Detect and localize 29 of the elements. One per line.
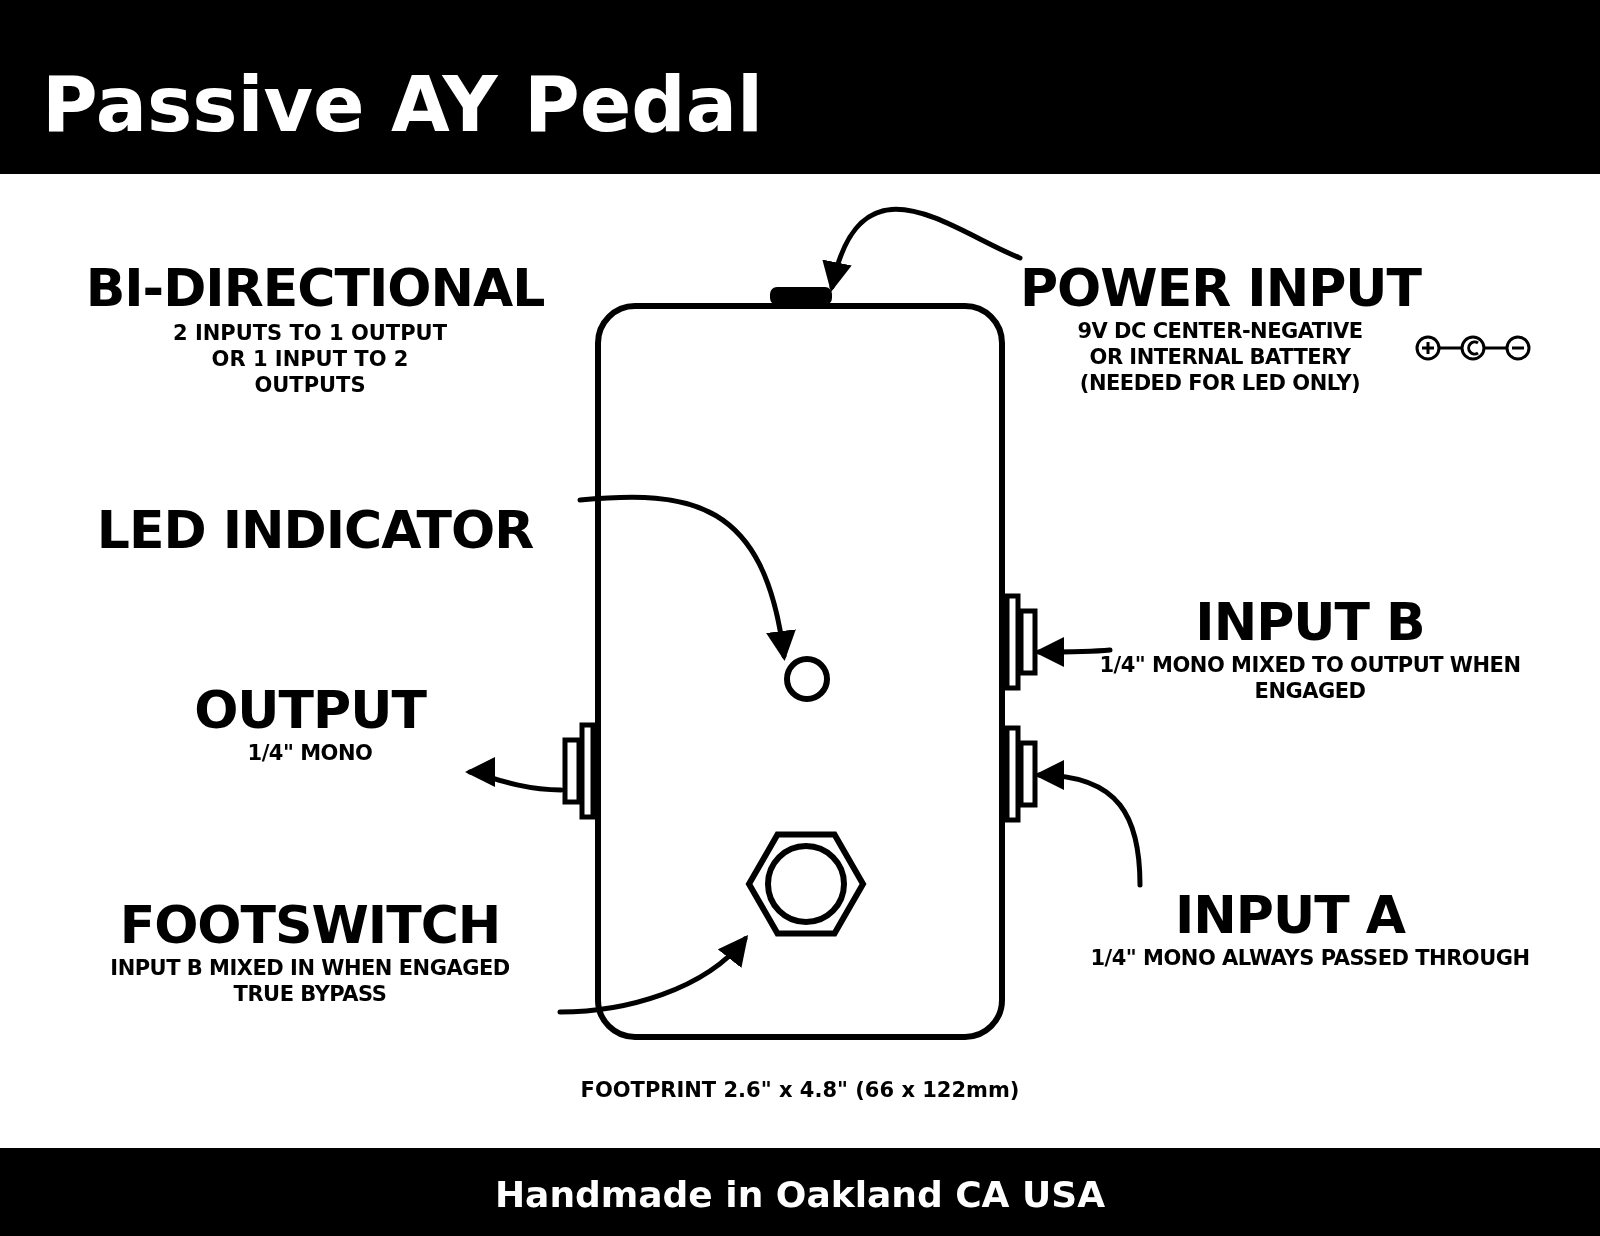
callout-description: 1/4" MONO MIXED TO OUTPUT WHEN ENGAGED xyxy=(1098,652,1522,704)
footswitch xyxy=(745,829,867,939)
callout-heading: FOOTSWITCH xyxy=(118,895,502,955)
callout-description: 1/4" MONO ALWAYS PASSED THROUGH xyxy=(1089,945,1531,971)
description: 2 INPUTS TO 1 OUTPUT OR 1 INPUT TO 2 OUTPUTS xyxy=(172,320,448,398)
audio-jack xyxy=(1005,725,1039,823)
heading: BI-DIRECTIONAL xyxy=(84,258,546,318)
callout-description: 1/4" MONO xyxy=(246,740,374,766)
callout-heading: INPUT A xyxy=(1174,885,1407,945)
leader-arrow xyxy=(1034,636,1113,667)
callout-heading: LED INDICATOR xyxy=(95,500,535,560)
callout-description: INPUT B MIXED IN WHEN ENGAGED TRUE BYPASS xyxy=(109,955,511,1007)
callout-description: 9V DC CENTER-NEGATIVE OR INTERNAL BATTERY (NEEDED FOR LED ONLY) xyxy=(1076,318,1364,396)
dimension-note: FOOTPRINT 2.6" x 4.8" (66 x 122mm) xyxy=(579,1077,1021,1103)
callout-heading: POWER INPUT xyxy=(1020,258,1420,318)
leader-arrow xyxy=(557,935,749,1015)
leader-arrow xyxy=(824,206,1023,292)
callout-heading: OUTPUT xyxy=(193,680,428,740)
title: Passive AY Pedal xyxy=(42,62,764,148)
callout-heading: INPUT B xyxy=(1194,592,1426,652)
power-jack xyxy=(770,287,832,305)
leader-arrow xyxy=(1034,761,1143,888)
footer-text: Handmade in Oakland CA USA xyxy=(493,1173,1107,1217)
leader-arrow xyxy=(577,494,795,661)
audio-jack xyxy=(1005,593,1039,691)
pedal-enclosure xyxy=(595,303,1005,1040)
led-indicator xyxy=(784,656,830,702)
audio-jack xyxy=(561,722,595,820)
leader-arrow xyxy=(465,760,564,793)
